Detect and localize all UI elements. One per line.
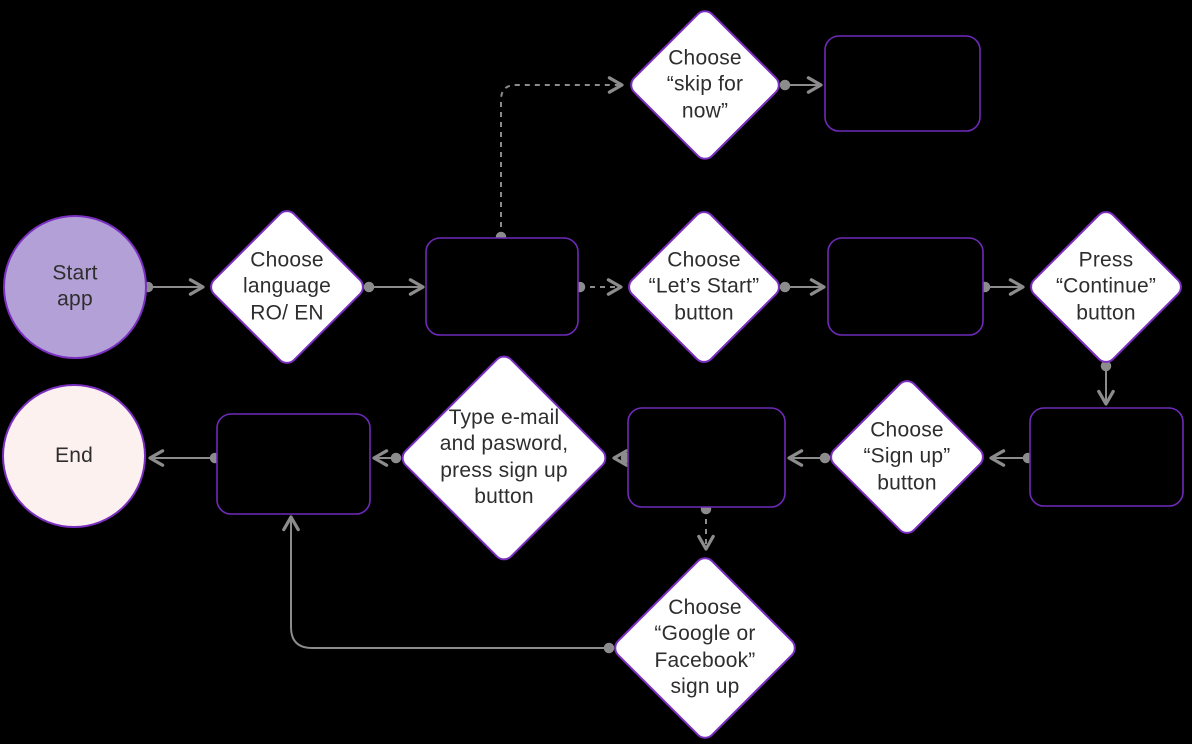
edge-google-facebook-to-screen-final: [282, 515, 615, 654]
decision-lets-start: [628, 211, 780, 363]
screen-placeholder-continue: [1029, 407, 1184, 507]
edge-screen-main-to-skip: [495, 76, 624, 243]
screen-placeholder-main: [425, 237, 579, 336]
decision-press-continue: [1030, 211, 1182, 363]
decision-sign-up: [830, 380, 984, 534]
screen-placeholder-sign-up: [627, 407, 786, 508]
end-node: [2, 384, 146, 528]
screen-placeholder-skip: [824, 35, 981, 132]
start-node: [3, 215, 147, 359]
screen-placeholder-final: [216, 413, 371, 515]
decision-type-email: [401, 355, 607, 561]
decision-google-facebook: [614, 557, 796, 739]
decision-skip-for-now: [630, 10, 780, 160]
screen-placeholder-start: [827, 237, 984, 336]
decision-choose-language: [210, 210, 364, 364]
